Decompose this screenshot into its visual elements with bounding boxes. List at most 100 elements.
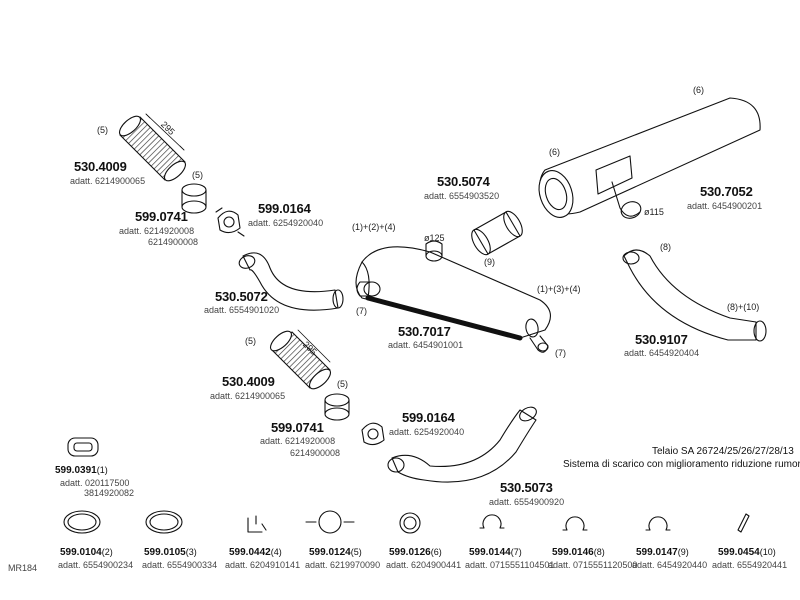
adatt-code: adatt. 6204910141 xyxy=(225,560,301,570)
part-number: 599.0124 xyxy=(309,547,351,558)
quantity: (9) xyxy=(677,547,689,557)
ref-label: (5) xyxy=(245,336,256,346)
part-number: 530.4009 xyxy=(222,374,275,389)
adatt-code: adatt. 0715551104501 xyxy=(465,560,555,570)
adatt-code: adatt. 6554900234 xyxy=(58,560,134,570)
quantity: (3) xyxy=(185,547,197,557)
caption-description: Sistema di scarico con miglioramento rid… xyxy=(563,459,800,470)
adatt-code: adatt. 020117500 xyxy=(60,478,130,488)
quantity: (1) xyxy=(96,465,108,475)
quantity: (4) xyxy=(270,547,282,557)
quantity: (10) xyxy=(759,547,776,557)
ref-label: (5) xyxy=(192,170,203,180)
ref-label: (8) xyxy=(660,242,671,252)
part-number: 599.0147 xyxy=(636,547,678,558)
part-number: 599.0741 xyxy=(135,209,188,224)
adatt-code: adatt. 6214920008 xyxy=(119,226,195,236)
part-number: 599.0144 xyxy=(469,547,511,558)
diameter-label: ø125 xyxy=(424,233,445,243)
quantity: (5) xyxy=(350,547,362,557)
sleeve-top xyxy=(181,183,207,214)
ref-label: (7) xyxy=(555,348,566,358)
bent-pipe-upper xyxy=(238,252,344,311)
bent-pipe-right xyxy=(622,249,767,342)
adatt-code-alt: 3814920082 xyxy=(84,488,135,498)
adatt-code: adatt. 6214920008 xyxy=(260,436,336,446)
adatt-code: adatt. 6214900065 xyxy=(210,391,286,401)
bent-pipe-lower xyxy=(387,406,537,483)
part-number: 530.7017 xyxy=(398,324,451,339)
adatt-code: adatt. 6554901020 xyxy=(204,305,280,315)
ref-label: (5) xyxy=(97,125,108,135)
adatt-code: adatt. 6204900441 xyxy=(386,560,462,570)
part-number: 530.5074 xyxy=(437,174,490,189)
part-number: 599.0741 xyxy=(271,420,324,435)
bottom-part-label: 599.0147(9) xyxy=(636,548,689,558)
pipe-connector xyxy=(471,210,523,256)
part-number: 599.0442 xyxy=(229,547,271,558)
adatt-code: adatt. 6454920440 xyxy=(632,560,708,570)
bottom-part-label: 599.0442(4) xyxy=(229,548,282,558)
adatt-code: adatt. 6454920404 xyxy=(624,348,700,358)
part-number: 599.0146 xyxy=(552,547,594,558)
adatt-code: adatt. 0715551120500 xyxy=(548,560,638,570)
adatt-code-alt: 6214900008 xyxy=(148,237,199,247)
bottom-part-label: 599.0146(8) xyxy=(552,548,605,558)
ref-label: (1)+(3)+(4) xyxy=(537,284,581,294)
caption-chassis: Telaio SA 26724/25/26/27/28/13 xyxy=(652,446,794,457)
ref-label: (6) xyxy=(549,147,560,157)
bottom-part-label: 599.0126(6) xyxy=(389,548,442,558)
bottom-part-label: 599.0124(5) xyxy=(309,548,362,558)
adatt-code: adatt. 6454900201 xyxy=(687,201,763,211)
sleeve-lower xyxy=(324,393,350,421)
part-number: 530.5073 xyxy=(500,480,553,495)
quantity: (7) xyxy=(510,547,522,557)
flex-pipe-lower xyxy=(269,329,332,390)
part-number: 599.0164 xyxy=(402,410,455,425)
ref-label: (8)+(10) xyxy=(727,302,760,312)
adatt-code: adatt. 6254920040 xyxy=(248,218,324,228)
adatt-code: adatt. 6454901001 xyxy=(388,340,464,350)
adatt-code: adatt. 6554900920 xyxy=(489,497,565,507)
ref-label: (5) xyxy=(337,379,348,389)
part-number: 599.0391 xyxy=(55,465,97,476)
quantity: (6) xyxy=(430,547,442,557)
drawing-code: MR184 xyxy=(8,563,38,573)
adatt-code: adatt. 6214900065 xyxy=(70,176,146,186)
adatt-code: adatt. 6554920441 xyxy=(712,560,788,570)
part-number: 599.0164 xyxy=(258,201,311,216)
bottom-part-label: 599.0104(2) xyxy=(60,548,113,558)
bottom-part-shapes xyxy=(63,510,750,534)
clamp-top xyxy=(215,207,245,237)
part-number: 530.7052 xyxy=(700,184,753,199)
adatt-code: adatt. 6219970090 xyxy=(305,560,381,570)
adatt-code-alt: 6214900008 xyxy=(290,448,341,458)
part-number: 599.0105 xyxy=(144,547,186,558)
flex-pipe-top xyxy=(118,113,187,182)
part-number: 599.0454 xyxy=(718,547,760,558)
clamp-lower xyxy=(361,422,385,446)
part-number: 530.5072 xyxy=(215,289,268,304)
quantity: (8) xyxy=(593,547,605,557)
adatt-code: adatt. 6554900334 xyxy=(142,560,218,570)
silencer-large xyxy=(538,97,761,219)
bottom-part-label: 599.0105(3) xyxy=(144,548,197,558)
adatt-code: adatt. 6254920040 xyxy=(389,427,465,437)
ref-label: (1)+(2)+(4) xyxy=(352,222,396,232)
adatt-code: adatt. 6554903520 xyxy=(424,191,500,201)
part-number: 530.9107 xyxy=(635,332,688,347)
ref-label: (9) xyxy=(484,257,495,267)
part-number: 599.0104 xyxy=(60,547,102,558)
part-number: 530.4009 xyxy=(74,159,127,174)
ref-label: (6) xyxy=(693,85,704,95)
bottom-part-label: 599.0144(7) xyxy=(469,548,522,558)
side-gasket xyxy=(67,437,99,457)
diameter-label: ø115 xyxy=(644,207,664,217)
quantity: (2) xyxy=(101,547,113,557)
ref-label: (7) xyxy=(356,306,367,316)
part-number: 599.0126 xyxy=(389,547,431,558)
side-part-label: 599.0391(1) xyxy=(55,466,108,476)
muffler-main xyxy=(355,240,551,353)
